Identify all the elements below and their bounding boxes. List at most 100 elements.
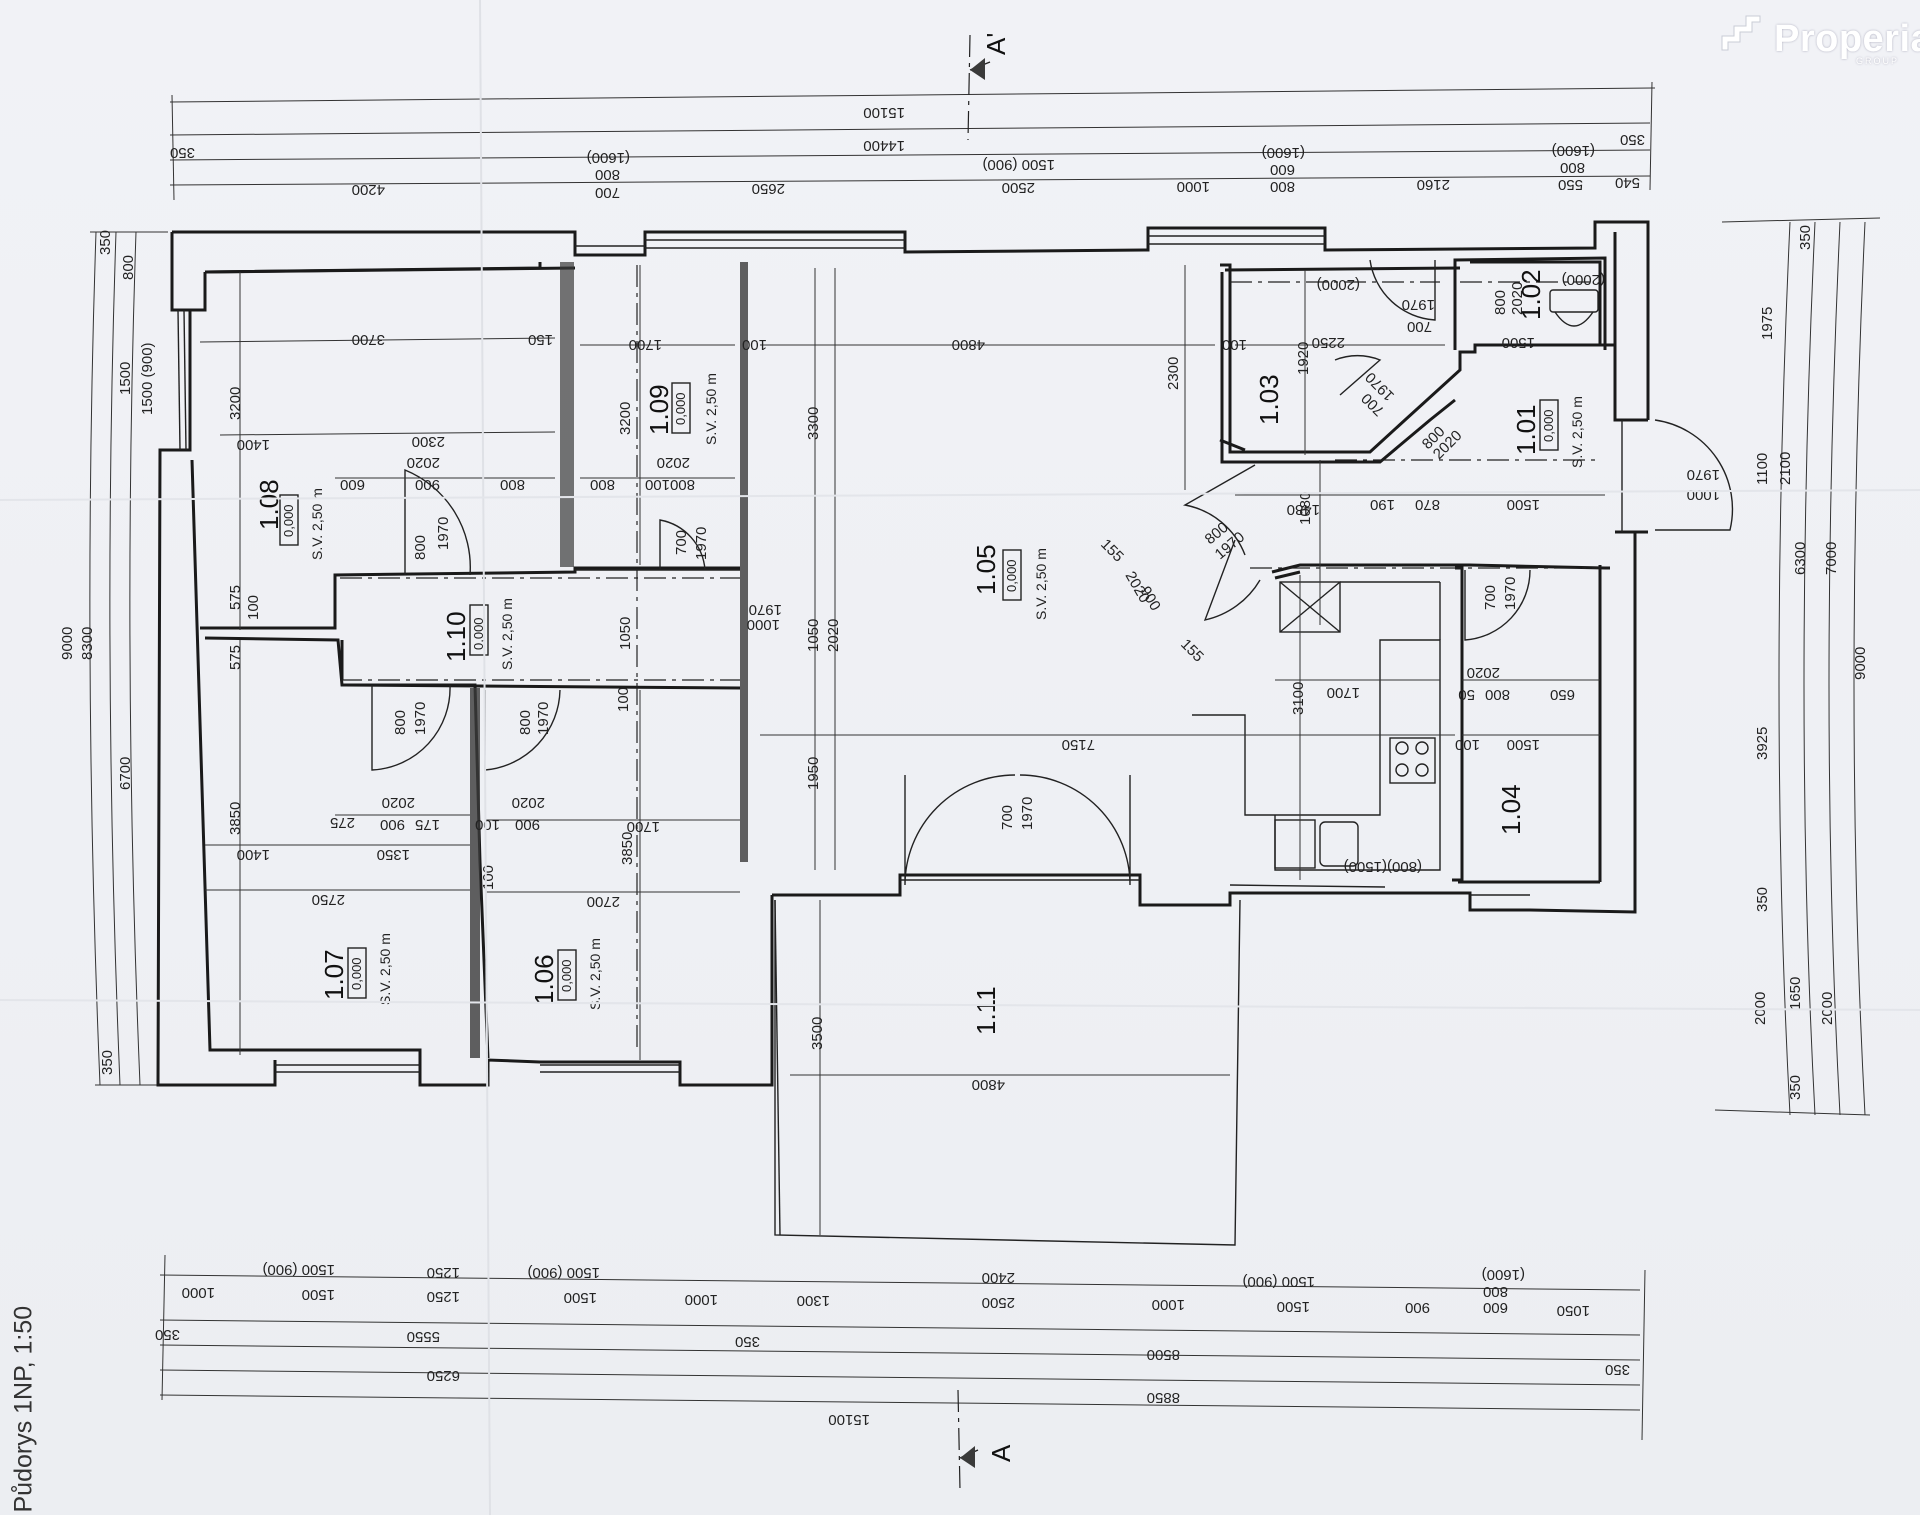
room-1-03-number: 1.03 [1254, 374, 1284, 425]
dim-label: 1500 [1507, 496, 1540, 513]
dim-label: 2500 [1002, 179, 1035, 196]
grid-axes [340, 265, 1600, 1050]
windows [177, 235, 1623, 1073]
dim-label: 1500 [1277, 1298, 1310, 1315]
dim-label: 900 [415, 476, 440, 493]
door-height: 1970 [535, 702, 552, 735]
door-width: 700 [1407, 318, 1432, 335]
room-height: S.V. 2,50 m [377, 933, 393, 1005]
dim-label: 1500 (900) [139, 342, 156, 415]
dim-label: 7000 [1823, 542, 1840, 575]
door-height: 1970 [1502, 577, 1519, 610]
dim-label: (1600) [587, 149, 630, 166]
room-level: 0,000 [673, 392, 688, 425]
dim-label: 800 [590, 476, 615, 493]
door-width: 700 [673, 530, 690, 555]
dim-label: 8500 [1147, 1346, 1180, 1363]
dim-label: 100 [1222, 336, 1247, 353]
dim-label: 1975 [1759, 307, 1776, 340]
dim-label: (800)(1500) [1344, 858, 1422, 875]
dim-label: 1350 [377, 846, 410, 863]
dim-label: 2300 [1165, 357, 1182, 390]
section-marker-bottom [957, 1389, 979, 1491]
dim-label: 800 [595, 166, 620, 183]
dim-label: 870 [1415, 496, 1440, 513]
dim-label: 1700 [1327, 684, 1360, 701]
dim-label: 3850 [619, 832, 636, 865]
dim-label: 2650 [752, 180, 785, 197]
interior-dimensions [199, 265, 1605, 1235]
caption-text: Půdorys 1NP, 1:50 [9, 1305, 38, 1513]
room-1-01: 1.01 0,000 S.V. 2,50 m [1511, 396, 1585, 468]
dim-label: 3100 [1290, 682, 1307, 715]
room-level: 0,000 [1541, 409, 1556, 442]
room-height: S.V. 2,50 m [1033, 548, 1049, 620]
room-number: 1.09 [644, 384, 674, 435]
dim-label: 1950 [805, 757, 822, 790]
dim-label: 1500 (900) [1242, 1273, 1315, 1290]
room-1-07: 1.07 0,000 S.V. 2,50 m [319, 933, 393, 1005]
dim-label: 800 [1483, 1283, 1508, 1300]
door-height: 1970 [435, 517, 452, 550]
room-number: 1.07 [319, 949, 349, 1000]
dim-label: 350 [97, 230, 114, 255]
dim-label: 2020 [512, 794, 545, 811]
dim-label: 2020 [1467, 664, 1500, 681]
dim-label: 1400 [237, 436, 270, 453]
dim-label: 1500 (900) [527, 1264, 600, 1281]
dim-label: 350 [1787, 1075, 1804, 1100]
dim-label: 800 [120, 255, 137, 280]
room-level: 0,000 [349, 957, 364, 990]
dim-label: 350 [735, 1333, 760, 1350]
room-1-09: 1.09 0,000 S.V. 2,50 m [644, 373, 719, 445]
door-width: 1000 [1687, 486, 1720, 503]
dim-label: (1600) [1482, 1266, 1525, 1283]
dim-label: 3500 [809, 1017, 826, 1050]
dim-label: 3925 [1754, 727, 1771, 760]
dim-label: 900 [1405, 1299, 1430, 1316]
dim-label: 100 [475, 816, 500, 833]
drawing-caption: Půdorys 1NP, 1:50 [4, 1268, 38, 1513]
cooktop [1389, 737, 1436, 784]
dim-label: 15100 [828, 1411, 870, 1428]
room-1-11-number: 1.11 [971, 986, 1001, 1035]
dim-label: 2500 [982, 1294, 1015, 1311]
dim-label: 100 [1455, 736, 1480, 753]
dim-label: 2250 [1312, 334, 1345, 351]
dim-label: 600 [340, 476, 365, 493]
dim-label: 155 [1177, 636, 1207, 666]
dim-label: 1000 [1177, 178, 1210, 195]
dim-label: 6250 [427, 1367, 460, 1384]
room-number: 1.06 [529, 954, 559, 1005]
dim-label: 1480 [1287, 501, 1320, 518]
dim-label: 900 [380, 816, 405, 833]
dim-label: 15100 [863, 104, 905, 121]
room-level: 0,000 [559, 959, 574, 992]
dim-label: 3700 [352, 331, 385, 348]
dim-label: 1500 [302, 1286, 335, 1303]
dim-label: 5550 [407, 1328, 440, 1345]
room-height: S.V. 2,50 m [703, 373, 719, 445]
top-dimension-chain [169, 81, 1656, 201]
dim-label: 9000 [59, 627, 76, 660]
dim-label: 4800 [972, 1076, 1005, 1093]
dim-label: (2000) [1562, 271, 1605, 288]
right-dimension-chain [1714, 217, 1881, 1116]
dim-label: 1400 [237, 846, 270, 863]
dim-label: 4200 [352, 181, 385, 198]
door-width: 800 [517, 710, 534, 735]
room-number: 1.08 [254, 479, 284, 530]
dim-label: 1250 [427, 1264, 460, 1281]
dim-label: 1000 [685, 1291, 718, 1308]
room-height: S.V. 2,50 m [499, 598, 515, 670]
section-label-bottom: A [986, 1444, 1016, 1462]
dim-label: 1700 [629, 336, 662, 353]
room-1-08: 1.08 0,000 S.V. 2,50 m [254, 479, 325, 560]
dim-label: 1100 [1754, 453, 1771, 485]
dim-label: 1500 [117, 362, 134, 395]
dim-label: 7150 [1062, 736, 1095, 753]
dim-label: 700 [595, 184, 620, 201]
room-1-10: 1.10 0,000 S.V. 2,50 m [441, 598, 515, 670]
dim-label: 9000 [1852, 647, 1869, 680]
